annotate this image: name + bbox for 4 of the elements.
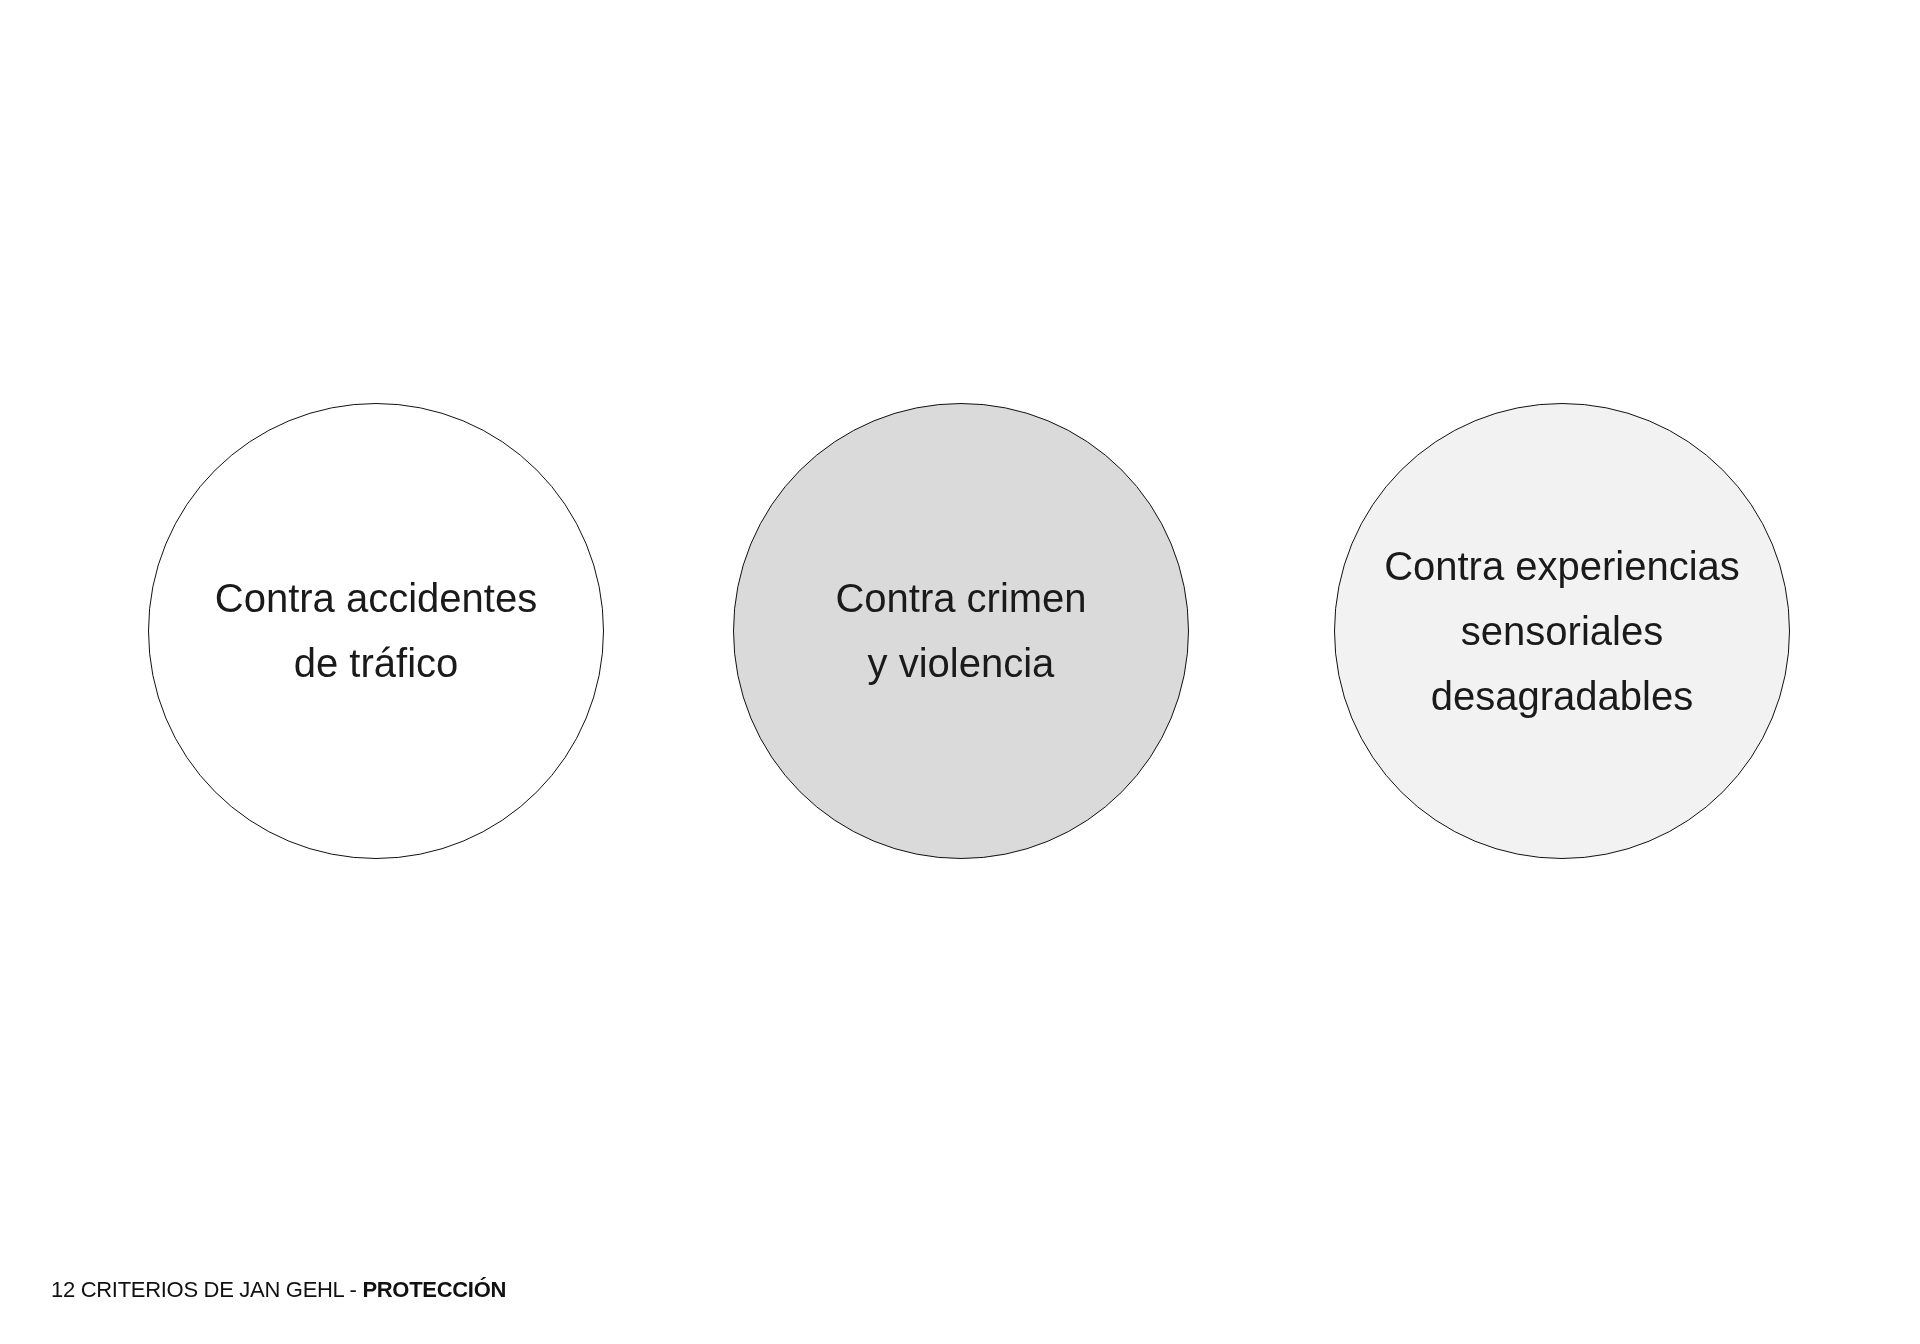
circle-label: Contra experiencias sensoriales desagradables (1383, 542, 1741, 720)
circle-label: Contra crimen y violencia (834, 575, 1088, 687)
page-caption: 12 CRITERIOS DE JAN GEHL - PROTECCIÓN (51, 1276, 507, 1304)
circle-label: Contra accidentes de tráfico (213, 575, 539, 687)
